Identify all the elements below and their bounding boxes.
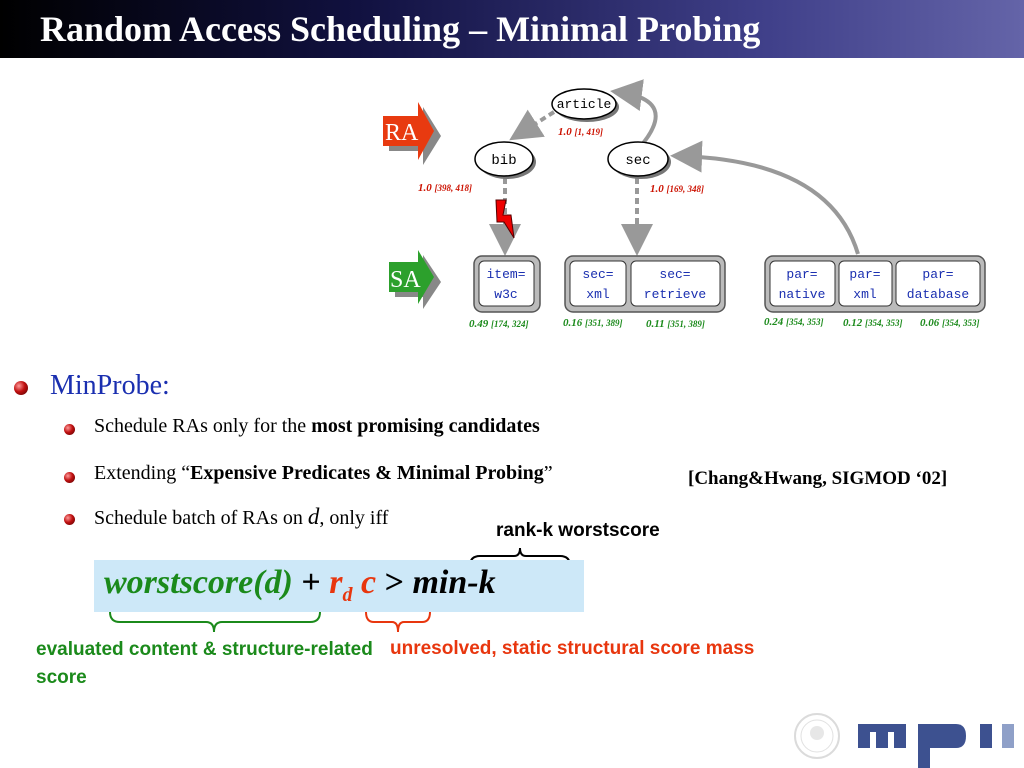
formula: worstscore(d) + rd c > min-k xyxy=(104,564,496,606)
bullet-main xyxy=(14,381,28,395)
minprobe-heading: MinProbe: xyxy=(50,370,170,401)
bullet-text-1: Schedule RAs only for the most promising… xyxy=(94,415,540,437)
list-sec-xml: sec= xml xyxy=(569,260,627,307)
node-article: article xyxy=(551,88,619,122)
list-score-sec-retrieve: 0.11 [351, 389] xyxy=(646,318,705,330)
slide-title: Random Access Scheduling – Minimal Probi… xyxy=(40,9,761,49)
svg-text:database: database xyxy=(907,287,969,302)
node-bib: bib xyxy=(474,141,536,179)
list-score-w3c: 0.49 [174, 324] xyxy=(469,318,529,330)
ra-arrow: RA xyxy=(383,102,441,165)
list-score-sec-xml: 0.16 [351, 389] xyxy=(563,317,623,329)
svg-text:native: native xyxy=(779,287,826,302)
edges xyxy=(489,79,860,256)
list-score-par-native: 0.24 [354, 353] xyxy=(764,316,824,328)
article-score: 1.0 [1, 419] xyxy=(558,126,603,138)
bullet-text-2: Extending “Expensive Predicates & Minima… xyxy=(94,462,553,484)
svg-text:retrieve: retrieve xyxy=(644,287,706,302)
ra-label: RA xyxy=(385,120,419,146)
bib-score: 1.0 [398, 418] xyxy=(418,182,472,194)
rdc-brace xyxy=(365,611,431,633)
bullet-1 xyxy=(64,424,75,435)
mpg-seal-icon xyxy=(794,713,840,759)
worstscore-brace xyxy=(109,611,321,633)
svg-text:sec=: sec= xyxy=(659,267,690,282)
list-par-database: par= database xyxy=(895,260,981,307)
note-evaluated-score: evaluated content & structure-related sc… xyxy=(36,639,373,688)
list-score-par-xml: 0.12 [354, 353] xyxy=(843,317,903,329)
svg-text:sec=: sec= xyxy=(582,267,613,282)
node-bib-label: bib xyxy=(491,153,516,169)
mpi-logo xyxy=(858,724,1014,768)
lightning-icon xyxy=(495,199,515,239)
node-article-label: article xyxy=(557,97,612,112)
sa-arrow: SA xyxy=(389,250,441,309)
svg-text:par=: par= xyxy=(786,267,817,282)
note-unresolved-mass: unresolved, static structural score mass xyxy=(390,638,755,659)
sa-label: SA xyxy=(390,267,421,293)
bullet-2 xyxy=(64,472,75,483)
node-sec-label: sec xyxy=(625,153,650,169)
svg-text:xml: xml xyxy=(586,287,610,302)
title-bar: Random Access Scheduling – Minimal Probi… xyxy=(0,0,1024,58)
formula-box xyxy=(94,560,584,612)
formula-worstscore: worstscore(d) xyxy=(104,564,293,601)
list-item-w3c: item= w3c xyxy=(478,260,535,307)
list-score-par-database: 0.06 [354, 353] xyxy=(920,317,980,329)
svg-text:w3c: w3c xyxy=(494,287,517,302)
list-sec-retrieve: sec= retrieve xyxy=(630,260,721,307)
list-par-native: par= native xyxy=(769,260,836,307)
bullet-3 xyxy=(64,514,75,525)
bullet-text-3: Schedule batch of RAs on d, only iff xyxy=(94,504,389,529)
sec-score: 1.0 [169, 348] xyxy=(650,183,704,195)
node-sec: sec xyxy=(607,141,671,179)
formula-c: c xyxy=(361,564,377,601)
svg-text:item=: item= xyxy=(486,267,525,282)
svg-text:par=: par= xyxy=(849,267,880,282)
svg-text:xml: xml xyxy=(853,287,877,302)
svg-text:par=: par= xyxy=(922,267,953,282)
rank-k-label: rank-k worstscore xyxy=(496,520,660,541)
formula-r: r xyxy=(329,564,343,601)
citation: [Chang&Hwang, SIGMOD ‘02] xyxy=(688,468,948,489)
list-par-xml: par= xml xyxy=(838,260,893,307)
formula-min-k: min-k xyxy=(412,564,496,601)
rank-k-brace xyxy=(469,547,571,567)
